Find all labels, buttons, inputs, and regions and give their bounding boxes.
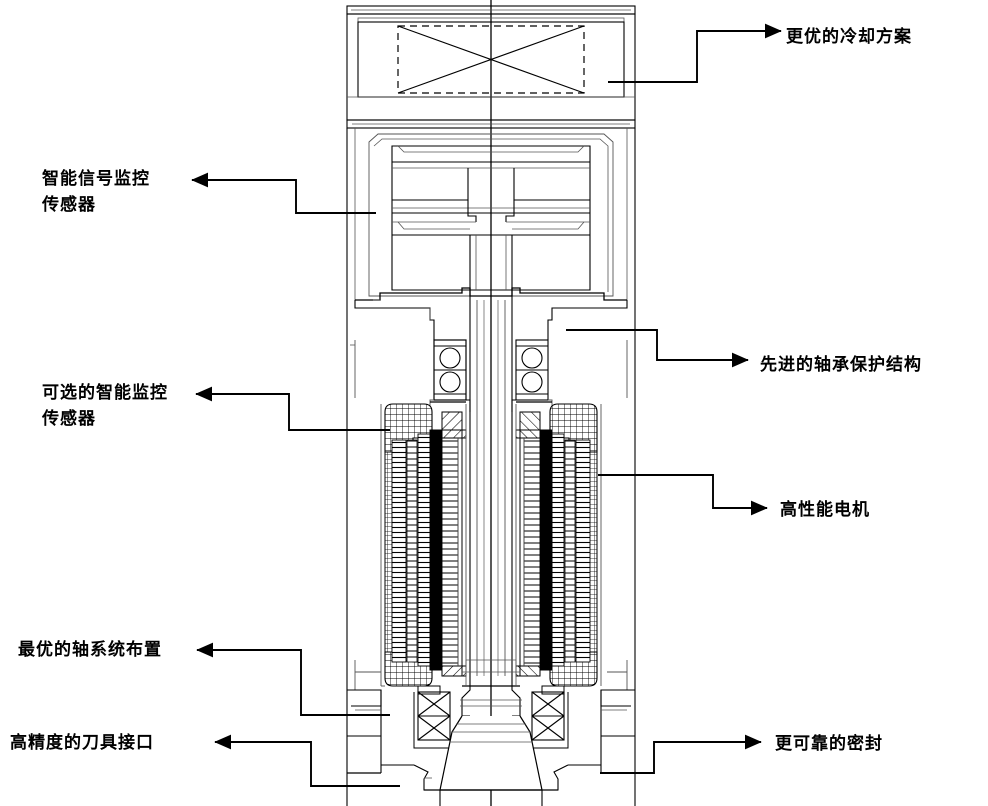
main-shaft (469, 288, 513, 680)
leader-cooling (608, 23, 782, 83)
callout-label-tool-interface: 高精度的刀具接口 (10, 733, 154, 753)
leader-signal-sensor (191, 172, 376, 214)
leader-motor (598, 474, 768, 516)
callout-label-bearing-protection: 先进的轴承保护结构 (760, 355, 922, 375)
callout-label-sealing: 更可靠的密封 (775, 734, 883, 754)
upper-ball-bearing-left (433, 339, 467, 401)
upper-bearing-housing (346, 287, 636, 640)
leader-lines (191, 23, 782, 787)
lower-housing (346, 640, 636, 806)
callout-label-motor: 高性能电机 (780, 500, 870, 520)
motor-stator-right (515, 403, 598, 687)
tool-taper-interface (381, 659, 601, 806)
leader-shaft-system (196, 642, 390, 716)
leader-bearing-protection (566, 329, 749, 368)
leader-sealing (600, 734, 762, 774)
lower-angular-bearing-left (413, 691, 451, 749)
lower-angular-bearing-right (531, 691, 569, 749)
encoder-sensor-block (368, 133, 614, 297)
leader-optional-sensor (195, 386, 390, 431)
motor-stator-left (384, 403, 467, 687)
housing-shell-upper (346, 119, 636, 300)
callout-label-shaft-system: 最优的轴系统布置 (18, 640, 162, 660)
callout-label-cooling: 更优的冷却方案 (786, 27, 912, 47)
callout-label-optional-sensor: 可选的智能监控 传感器 (42, 383, 168, 429)
upper-ball-bearing-right (515, 339, 549, 401)
callout-label-signal-sensor: 智能信号监控 传感器 (42, 169, 150, 215)
stator-outer-boundary (380, 404, 602, 686)
leader-tool-interface (214, 734, 400, 787)
